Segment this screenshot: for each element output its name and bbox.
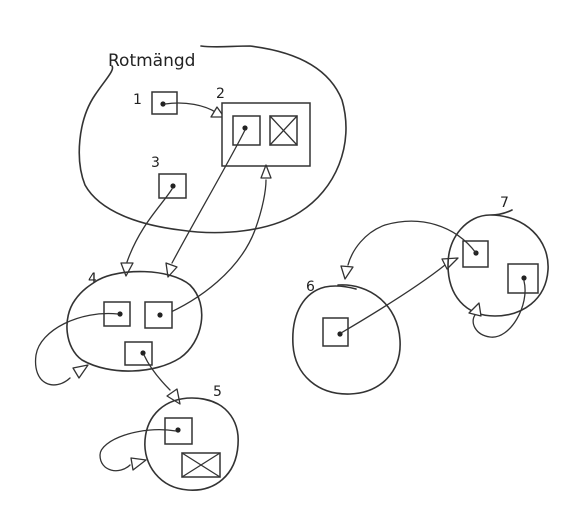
edge-7-to-6-arrowhead <box>340 265 354 280</box>
node-4-label: 4 <box>88 271 97 287</box>
node-4-left-dot <box>117 311 123 317</box>
node-5-label: 5 <box>213 384 222 400</box>
edge-1-to-2 <box>164 102 218 114</box>
edge-4-to-5 <box>143 354 171 391</box>
node-6-region <box>292 284 401 395</box>
node-7-bottom-dot <box>521 275 527 281</box>
edge-6-to-7 <box>340 264 446 334</box>
edge-2-to-4 <box>171 129 246 264</box>
edge-5-self-loop-arrowhead <box>130 457 147 471</box>
edge-7-to-6 <box>347 220 477 266</box>
node-3-box <box>158 173 187 199</box>
node-6-label: 6 <box>306 279 315 295</box>
node-6-box <box>322 317 349 347</box>
edge-4-self-loop <box>34 312 119 386</box>
node-3-pointer-dot <box>170 183 176 189</box>
root-set-label: Rotmängd <box>108 51 195 71</box>
null-cross-icon-stroke <box>181 452 221 478</box>
edge-7-self-loop <box>472 280 526 338</box>
node-4-field-bottom <box>124 341 153 366</box>
node-2-label: 2 <box>216 86 225 102</box>
node-2-field-pointer <box>232 115 261 146</box>
node-5-region <box>144 397 239 491</box>
node-2-pointer-dot <box>242 125 248 131</box>
edge-6-to-7-arrowhead <box>441 257 459 270</box>
edge-4-self-loop-arrowhead <box>72 364 89 379</box>
edge-4-to-2-arrowhead <box>260 164 272 179</box>
node-1-pointer-dot <box>160 101 166 107</box>
edge-5-self-loop <box>99 429 177 472</box>
edge-4-to-2 <box>161 179 267 317</box>
node-3-label: 3 <box>151 155 160 171</box>
node-4-bottom-dot <box>140 350 146 356</box>
root-set-region <box>78 45 347 234</box>
node-5-pointer-dot <box>175 427 181 433</box>
edge-1-to-2-arrowhead <box>210 106 225 118</box>
null-cross-icon-stroke <box>269 115 298 146</box>
node-1-label: 1 <box>133 92 142 108</box>
edge-3-to-4-arrowhead <box>120 262 134 277</box>
node-7-label: 7 <box>500 195 509 211</box>
node-4-right-dot <box>157 312 163 318</box>
edge-2-to-4-arrowhead <box>165 262 178 278</box>
edge-3-to-4 <box>126 188 173 263</box>
edge-7-self-loop-arrowhead <box>468 302 482 317</box>
